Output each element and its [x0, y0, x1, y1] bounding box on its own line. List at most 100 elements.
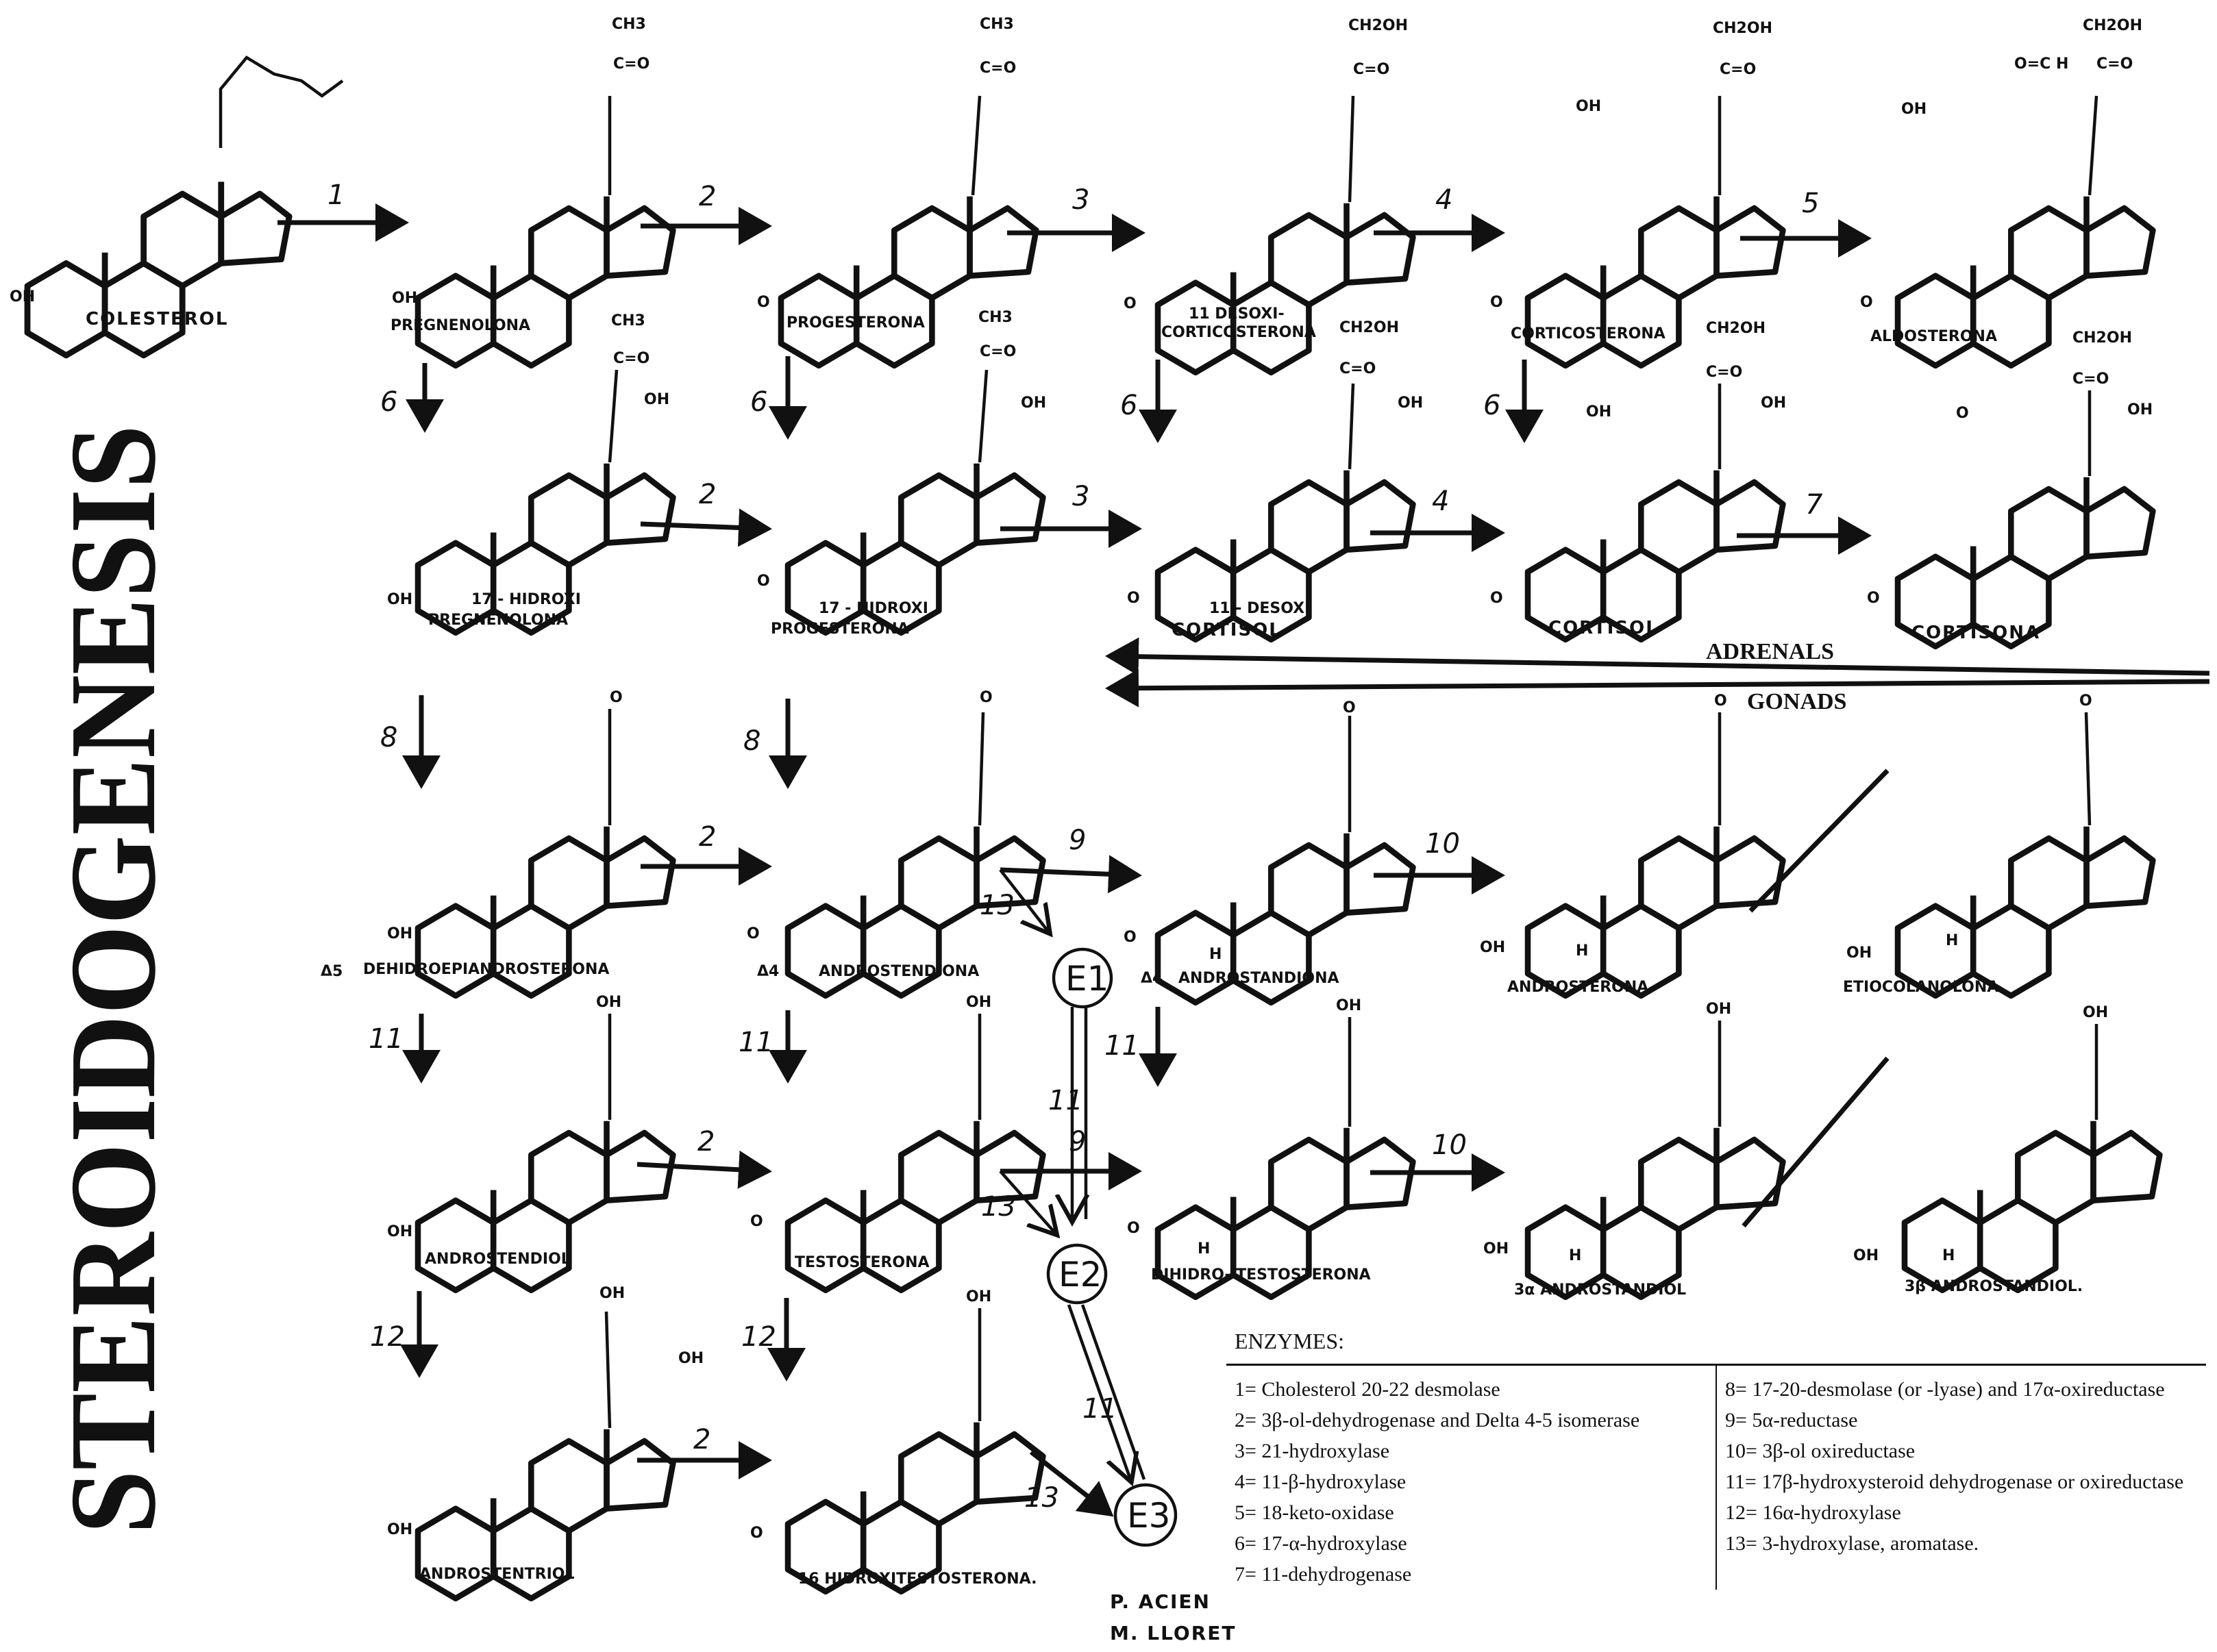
svg-text:O: O — [1490, 294, 1503, 311]
svg-text:3: 3 — [1072, 481, 1089, 512]
label-dhea-prefix: Δ5 — [321, 963, 343, 980]
arrow-step-9-r3 — [1000, 855, 1142, 894]
svg-text:11: 11 — [1048, 1085, 1083, 1116]
label-gonads: GONADS — [1747, 689, 1846, 714]
svg-text:2: 2 — [693, 1424, 710, 1455]
svg-text:C=O: C=O — [1339, 360, 1376, 377]
svg-text:C=O: C=O — [980, 60, 1016, 77]
label-aldosterona: ALDOSTERONA — [1870, 328, 1997, 345]
svg-text:OH: OH — [1483, 1240, 1509, 1257]
svg-text:CH2OH: CH2OH — [1348, 17, 1408, 34]
svg-text:C=O: C=O — [2096, 55, 2133, 73]
svg-text:O: O — [1127, 1220, 1140, 1237]
label-alfa-androstandiol: 3α ANDROSTANDIOL — [1514, 1281, 1686, 1299]
label-hidroxipregnenolona-2: PREGNENOLONA — [428, 612, 568, 629]
label-progesterona: PROGESTERONA — [787, 314, 925, 331]
svg-text:2: 2 — [699, 181, 716, 212]
label-androstendiona-prefix: Δ4 — [757, 963, 779, 980]
svg-text:3: 3 — [1072, 184, 1089, 216]
svg-text:O: O — [757, 573, 770, 590]
label-etiocolanolona: ETIOCOLANOLONA — [1843, 979, 1998, 996]
step-1-label: 1 — [327, 179, 345, 211]
svg-text:C=O: C=O — [2072, 371, 2109, 388]
legend-item: 2= 3β-ol-dehydrogenase and Delta 4-5 iso… — [1235, 1409, 1640, 1431]
svg-text:O: O — [980, 689, 993, 706]
svg-text:O: O — [1127, 590, 1140, 607]
svg-text:O=C H: O=C H — [2014, 55, 2068, 73]
legend-heading: ENZYMES: — [1226, 1329, 2206, 1366]
svg-text:11: 11 — [739, 1027, 773, 1058]
label-androsterona: ANDROSTERONA — [1507, 979, 1648, 996]
svg-text:O: O — [1343, 699, 1356, 716]
label-dhea: DEHIDROEPIANDROSTERONA — [363, 961, 609, 978]
svg-text:8: 8 — [743, 725, 760, 757]
hidroxiprogesterona-structure: C=O CH3 OH O — [757, 309, 1046, 633]
label-hidroxitestosterona: 16 HIDROXITESTOSTERONA. — [798, 1570, 1037, 1588]
svg-text:CH2OH: CH2OH — [1713, 20, 1772, 37]
svg-text:CH3: CH3 — [978, 309, 1013, 326]
svg-text:O: O — [1860, 294, 1873, 311]
svg-text:CH3: CH3 — [611, 312, 645, 329]
arrow-step-2-r4 — [636, 1150, 772, 1189]
svg-text:12: 12 — [741, 1321, 776, 1353]
svg-text:CH2OH: CH2OH — [2083, 17, 2142, 34]
svg-text:O: O — [750, 1525, 763, 1542]
aldosterona-structure: O=C H C=O CH2OH OH O — [1860, 17, 2153, 366]
svg-text:OH: OH — [1846, 944, 1872, 962]
svg-text:O: O — [2079, 692, 2092, 710]
svg-text:OH: OH — [1480, 939, 1505, 956]
svg-text:11: 11 — [1082, 1393, 1117, 1425]
author-2: M. LLORET — [1110, 1622, 1237, 1644]
hidroxitestosterona-structure: OH O — [750, 1288, 1043, 1592]
androstentriol-structure: OH OH OH — [387, 1285, 704, 1599]
cortisol-structure: C=O CH2OH OH OH O — [1490, 320, 1786, 640]
svg-text:9: 9 — [1069, 825, 1086, 856]
svg-text:6: 6 — [1483, 390, 1500, 421]
svg-text:OH: OH — [1706, 1001, 1731, 1018]
svg-text:OH: OH — [966, 1288, 991, 1305]
svg-text:H: H — [1942, 1247, 1955, 1264]
etiocolanolona-structure: O OH H — [1846, 692, 2153, 996]
svg-text:OH: OH — [678, 1350, 704, 1367]
legend-item: 7= 11-dehydrogenase — [1235, 1563, 1412, 1586]
svg-text:11: 11 — [1104, 1030, 1139, 1062]
svg-text:OH: OH — [2127, 401, 2153, 418]
label-cortisona: CORTISONA — [1911, 623, 2040, 643]
arrow-step-13-b — [999, 1170, 1055, 1233]
label-androstendiona: ANDROSTENDIONA — [819, 963, 979, 980]
svg-text:O: O — [750, 1213, 763, 1230]
alfa-androstandiol-structure: OH OH H — [1483, 1001, 1783, 1297]
svg-text:OH: OH — [392, 290, 417, 307]
label-corticosterona: CORTICOSTERONA — [1511, 325, 1665, 342]
svg-text:OH: OH — [1021, 395, 1046, 412]
legend-item: 13= 3-hydroxylase, aromatase. — [1725, 1532, 1979, 1555]
legend-item: 8= 17-20-desmolase (or -lyase) and 17α-o… — [1725, 1378, 2165, 1401]
label-beta-androstandiol: 3β ANDROSTANDIOL. — [1905, 1278, 2083, 1295]
legend-item: 10= 3β-ol oxireductase — [1725, 1440, 1916, 1462]
slash-divider-2 — [1742, 1056, 1890, 1228]
svg-text:OH: OH — [2083, 1004, 2108, 1021]
legend-item: 5= 18-keto-oxidase — [1235, 1501, 1394, 1524]
svg-text:12: 12 — [370, 1321, 405, 1353]
svg-text:OH: OH — [599, 1285, 625, 1302]
svg-text:CH2OH: CH2OH — [1706, 320, 1766, 337]
svg-text:OH: OH — [644, 391, 669, 408]
svg-text:O: O — [1124, 295, 1137, 312]
slash-divider-1 — [1748, 768, 1890, 913]
svg-text:13: 13 — [980, 890, 1015, 921]
svg-text:8: 8 — [380, 722, 397, 753]
svg-text:C=O: C=O — [613, 55, 649, 73]
svg-text:OH: OH — [1853, 1247, 1879, 1264]
dhea-structure: O OH — [387, 689, 673, 996]
pregnenolona-structure: C=O CH3 OH — [392, 16, 673, 366]
label-pregnenolona: PREGNENOLONA — [391, 317, 530, 334]
svg-text:OH: OH — [10, 288, 35, 305]
svg-text:9: 9 — [1069, 1126, 1086, 1157]
svg-text:6: 6 — [380, 386, 397, 418]
svg-text:5: 5 — [1802, 188, 1819, 219]
diagram-title: STEROIDOGENESIS — [45, 425, 181, 1534]
enzymes-legend: ENZYMES: 1= Cholesterol 20-22 desmolase … — [1226, 1329, 2206, 1590]
label-hidroxiprogesterona-2: PROGESTERONA — [771, 621, 909, 638]
legend-left-column: 1= Cholesterol 20-22 desmolase 2= 3β-ol-… — [1226, 1366, 1716, 1590]
